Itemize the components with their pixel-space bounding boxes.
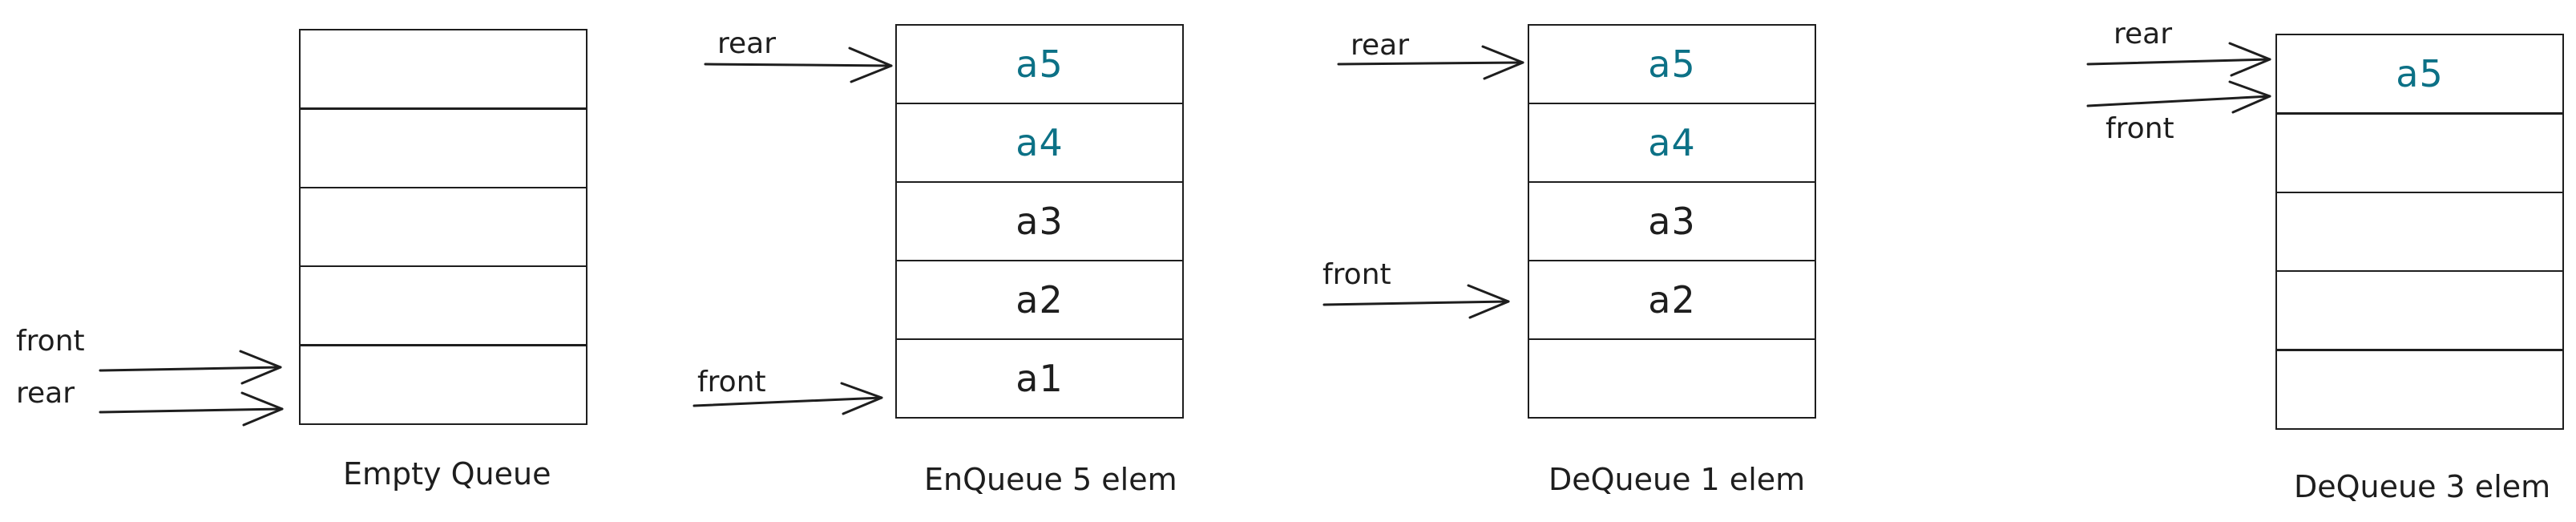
rear-arrow-icon [704,47,893,83]
front-arrow-icon [2086,80,2271,114]
rear-pointer-label: rear [717,27,777,60]
rear-arrow-icon [1337,45,1524,80]
rear-pointer-label: rear [16,377,75,410]
rear-pointer-label: rear [2114,18,2173,51]
queue-caption: DeQueue 1 elem [1548,462,1806,497]
queue-dequeue-3: a5 [2275,34,2564,430]
front-pointer-label: front [1322,258,1391,291]
queue-enqueue-5: a5 a4 a3 a2 a1 [895,24,1184,419]
queue-cell-3: a3 [1528,180,1816,262]
front-pointer-label: front [16,325,85,358]
front-arrow-icon [99,350,282,385]
queue-caption: DeQueue 3 elem [2294,469,2551,504]
queue-empty [299,29,587,425]
queue-caption: Empty Queue [343,456,551,492]
rear-arrow-icon [2086,42,2271,77]
rear-arrow-icon [99,391,284,427]
rear-pointer-label: rear [1351,29,1410,62]
queue-cell-5 [299,344,587,425]
queue-dequeue-1: a5 a4 a3 a2 [1528,24,1816,419]
front-pointer-label: front [697,366,766,399]
queue-cell-5 [1528,338,1816,419]
queue-cell-5: a1 [895,338,1184,419]
queue-caption: EnQueue 5 elem [924,462,1177,497]
front-pointer-label: front [2106,112,2174,145]
front-arrow-icon [692,382,883,415]
queue-cells: a5 a4 a3 a2 a1 [895,24,1184,419]
queue-cell-5 [2275,349,2564,430]
queue-cells: a5 a4 a3 a2 [1528,24,1816,419]
queue-cells [299,29,587,425]
front-arrow-icon [1322,284,1510,319]
queue-cells: a5 [2275,34,2564,430]
